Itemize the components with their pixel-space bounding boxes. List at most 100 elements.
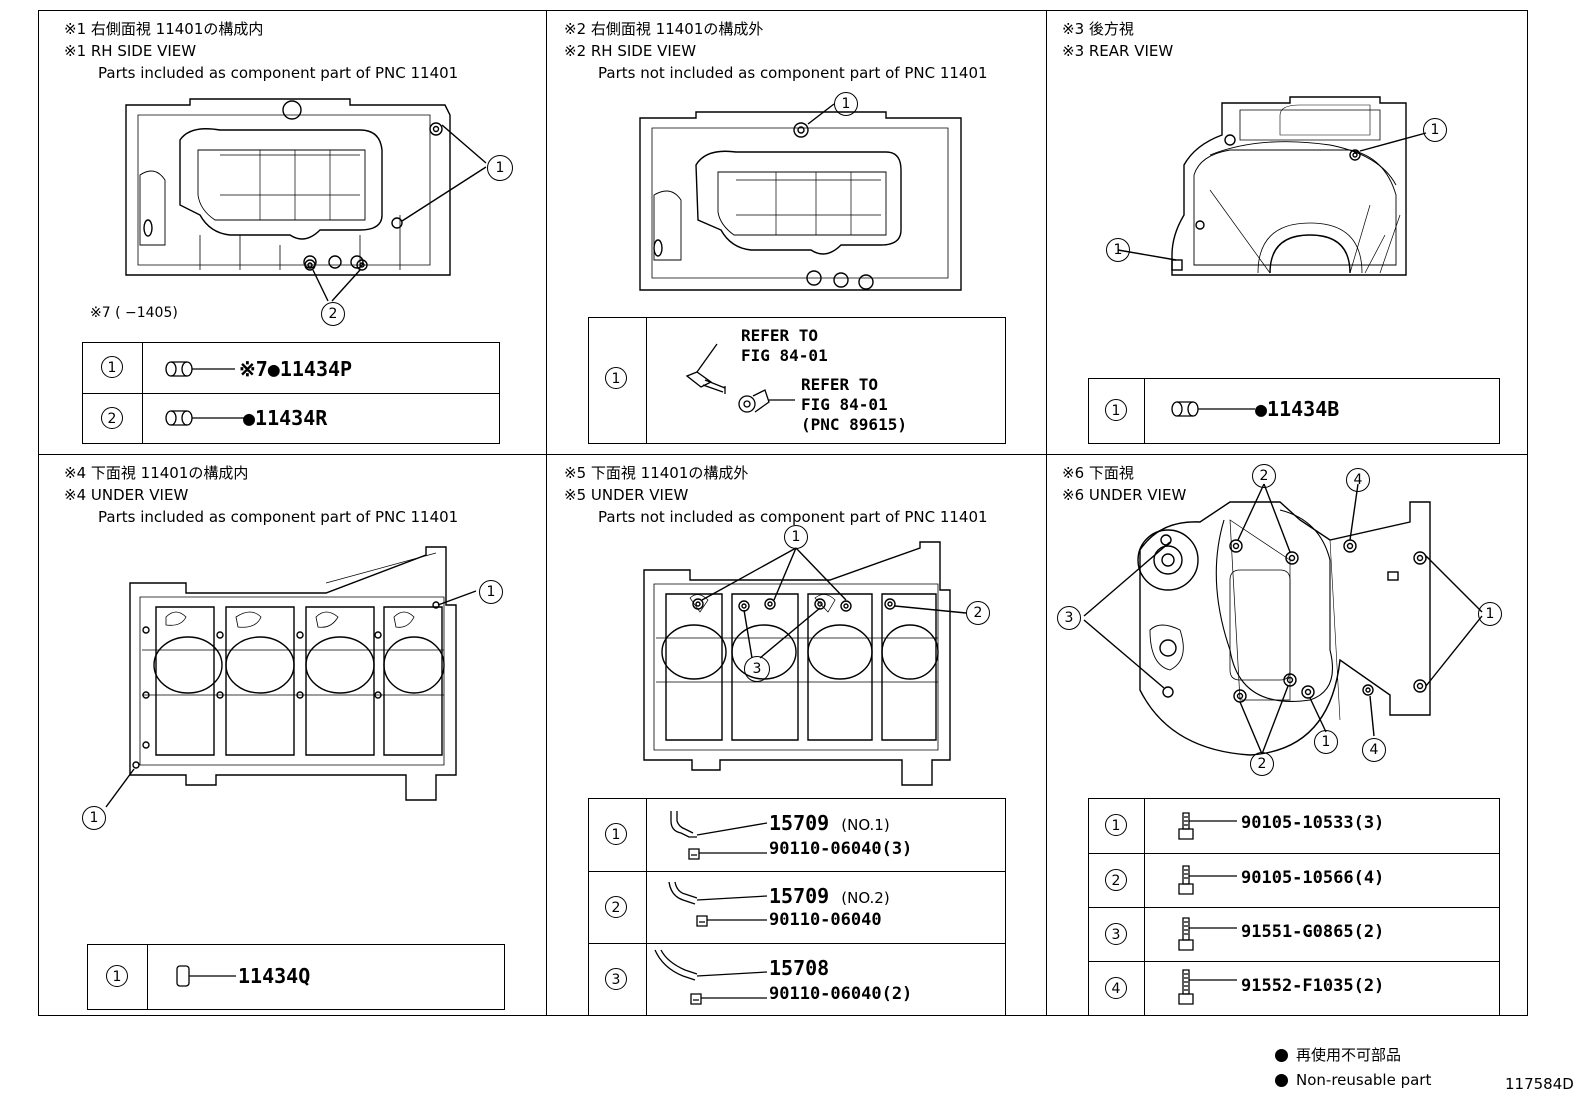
panel-5-header: ※5 下面視 11401の構成外 ※5 UNDER VIEW Parts not…	[564, 462, 988, 528]
row-number-cell: 1	[83, 343, 143, 393]
callout-2: 2	[1250, 752, 1274, 776]
table-row: 1 ※7●11434P	[83, 343, 499, 394]
table-row: 1 15709 (NO.1) 90110-06040(3)	[589, 799, 1005, 872]
row-number: 3	[1105, 923, 1127, 945]
callout-1: 1	[784, 525, 808, 549]
oil-jet-icon	[668, 881, 768, 927]
row-number: 4	[1105, 977, 1127, 999]
reference-text-1: REFER TO FIG 84-01	[741, 326, 828, 365]
bolt-part-number: 90110-06040(3)	[769, 839, 913, 859]
row-number: 1	[106, 965, 128, 987]
callout-1: 1	[1423, 118, 1447, 142]
callout-1: 1	[479, 580, 503, 604]
row-number-cell: 1	[1089, 379, 1145, 443]
divider-h	[38, 454, 1528, 455]
row-number: 1	[605, 823, 627, 845]
row-number: 2	[1105, 869, 1127, 891]
panel-5-parts-table: 1 15709 (NO.1) 90110-06040(3) 2 15709 (N…	[588, 798, 1006, 1016]
legend-en: Non-reusable part	[1275, 1071, 1431, 1089]
pin-icon	[165, 410, 245, 426]
table-row: 1 REFER TO FIG 84-01 REFER TO FIG 84-01 …	[589, 318, 1005, 443]
callout-3: 3	[744, 656, 770, 682]
table-row: 3 91551-G0865(2)	[1089, 908, 1499, 962]
bolt-and-sensor-icon	[685, 343, 795, 413]
panel-2-parts-table: 1 REFER TO FIG 84-01 REFER TO FIG 84-01 …	[588, 317, 1006, 444]
row-number: 1	[101, 356, 123, 378]
part-number: 90105-10533(3)	[1241, 813, 1385, 833]
panel-3-header: ※3 後方視 ※3 REAR VIEW	[1062, 18, 1173, 62]
panel-4-header: ※4 下面視 11401の構成内 ※4 UNDER VIEW Parts inc…	[64, 462, 458, 528]
panel-3-parts-table: 1 ●11434B	[1088, 378, 1500, 444]
part-number: 15709 (NO.2)	[769, 884, 890, 908]
callout-1: 1	[1314, 730, 1338, 754]
part-number: 91552-F1035(2)	[1241, 976, 1385, 996]
callout-1: 1	[82, 806, 106, 830]
panel-1-title-en: ※1 RH SIDE VIEW	[64, 42, 197, 60]
panel-2-header: ※2 右側面視 11401の構成外 ※2 RH SIDE VIEW Parts …	[564, 18, 988, 84]
callout-1: 1	[487, 155, 513, 181]
reference-text-2: REFER TO FIG 84-01 (PNC 89615)	[801, 375, 907, 434]
panel-4-under-view-drawing	[105, 546, 477, 808]
table-row: 1 ●11434B	[1089, 379, 1499, 443]
bolt-icon	[1178, 812, 1237, 840]
panel-2-title-jp: ※2 右側面視 11401の構成外	[564, 20, 764, 38]
row-number-cell: 2	[1089, 854, 1145, 907]
oil-jet-icon	[670, 811, 768, 860]
callout-2: 2	[321, 302, 345, 326]
row-number: 1	[1105, 814, 1127, 836]
panel-1-parts-table: 1 ※7●11434P 2 ●11434R	[82, 342, 500, 444]
row-number: 2	[101, 407, 123, 429]
row-number: 1	[605, 367, 627, 389]
callout-2: 2	[1252, 464, 1276, 488]
row-number: 3	[605, 968, 627, 990]
panel-3-title-jp: ※3 後方視	[1062, 20, 1134, 38]
panel-1-note: ※7 ( −1405)	[90, 305, 178, 321]
callout-1: 1	[834, 92, 858, 116]
part-number: 11434Q	[238, 964, 311, 988]
panel-5-subtitle: Parts not included as component part of …	[598, 508, 988, 526]
row-number-cell: 1	[88, 945, 148, 1009]
table-row: 1 90105-10533(3)	[1089, 799, 1499, 854]
table-row: 2 ●11434R	[83, 394, 499, 443]
pin-icon	[176, 965, 236, 987]
panel-4-title-jp: ※4 下面視 11401の構成内	[64, 464, 249, 482]
bullet-icon	[1275, 1074, 1288, 1087]
callout-3: 3	[1057, 606, 1081, 630]
panel-6-header: ※6 下面視 ※6 UNDER VIEW	[1062, 462, 1186, 506]
row-number-cell: 2	[83, 394, 143, 443]
panel-6-parts-table: 1 90105-10533(3) 2 90105-10566(4) 3 9155…	[1088, 798, 1500, 1016]
part-number: 15708	[769, 956, 830, 980]
divider-v1	[546, 10, 547, 1016]
part-number: ●11434R	[243, 406, 328, 430]
table-row: 2 90105-10566(4)	[1089, 854, 1499, 908]
table-row: 3 15708 90110-06040(2)	[589, 944, 1005, 1015]
panel-1-subtitle: Parts included as component part of PNC …	[98, 64, 459, 82]
bolt-part-number: 90110-06040	[769, 910, 882, 930]
panel-5-title-en: ※5 UNDER VIEW	[564, 486, 689, 504]
row-number-cell: 1	[589, 799, 647, 871]
pin-icon	[1171, 401, 1255, 417]
table-row: 4 91552-F1035(2)	[1089, 962, 1499, 1015]
bolt-icon	[1178, 969, 1237, 1005]
panel-5-under-view-drawing	[643, 541, 967, 786]
bolt-icon	[1178, 865, 1237, 895]
callout-1: 1	[1106, 238, 1130, 262]
panel-5-title-jp: ※5 下面視 11401の構成外	[564, 464, 749, 482]
part-number: ●11434B	[1255, 397, 1340, 421]
row-number-cell: 1	[1089, 799, 1145, 853]
panel-4-subtitle: Parts included as component part of PNC …	[98, 508, 459, 526]
panel-2-title-en: ※2 RH SIDE VIEW	[564, 42, 697, 60]
panel-2-subtitle: Parts not included as component part of …	[598, 64, 988, 82]
pin-icon	[165, 361, 235, 377]
row-number: 1	[1105, 399, 1127, 421]
bullet-icon	[1275, 1049, 1288, 1062]
bolt-icon	[1178, 917, 1237, 951]
panel-1-rh-side-drawing	[125, 98, 487, 302]
part-number: 90105-10566(4)	[1241, 868, 1385, 888]
panel-1-title-jp: ※1 右側面視 11401の構成内	[64, 20, 264, 38]
row-number-cell: 3	[1089, 908, 1145, 961]
divider-v2	[1046, 10, 1047, 1016]
panel-3-rear-view-drawing	[1117, 96, 1427, 276]
table-row: 1 11434Q	[88, 945, 504, 1009]
row-number-cell: 3	[589, 944, 647, 1015]
